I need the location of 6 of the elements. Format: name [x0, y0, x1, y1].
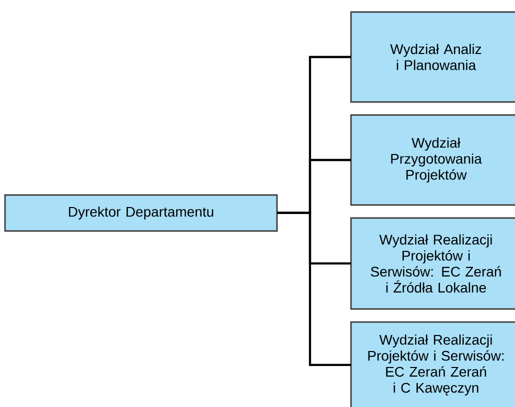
org-box: Wydział Przygotowania Projektów — [350, 114, 515, 206]
org-box: Wydział Analiz i Planowania — [350, 11, 515, 103]
org-box: Wydział Realizacji Projektów i Serwisów: EC Zerań i Źródła Lokalne — [350, 217, 515, 310]
connector-line — [277, 212, 351, 366]
org-box: Wydział Realizacji Projektów i Serwisów: EC Zerań Zerań i C Kawęczyn — [350, 321, 515, 407]
org-box: Dyrektor Departamentu — [4, 194, 278, 232]
